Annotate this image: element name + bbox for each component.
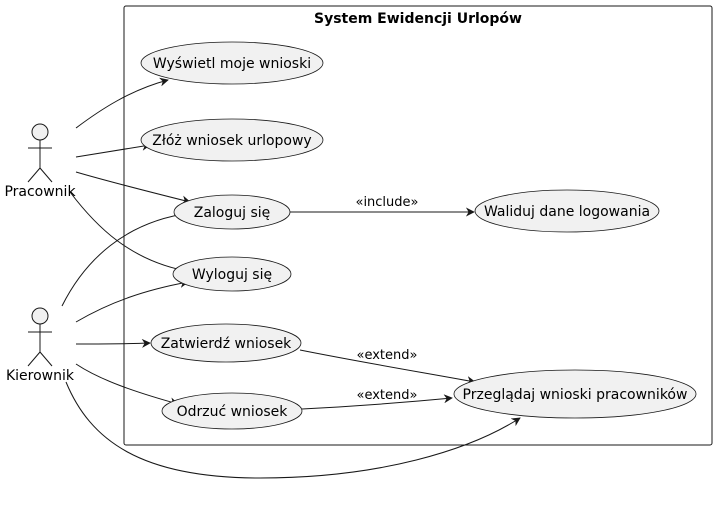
label-extend-odrzuc: «extend» [357,388,418,403]
use-case-przegladaj-ellipse [453,369,697,419]
label-include: «include» [355,195,418,210]
use-case-waliduj[interactable]: Waliduj dane logowania [474,189,660,233]
use-case-zloz-ellipse [140,118,324,162]
edge-pracownik-wyswietl [75,77,169,129]
actor-kierownik-label: Kierownik [6,368,75,384]
stick-figure-icon [27,123,53,183]
stereotype-labels: «include» «extend» «extend» [355,195,418,403]
edge-kierownik-wyloguj [75,279,189,323]
actor-pracownik[interactable]: Pracownik [4,123,76,200]
edges [61,77,521,479]
use-case-odrzuc[interactable]: Odrzuć wniosek [161,392,303,430]
use-case-zatwierdz-label: Zatwierdź wniosek [161,336,292,352]
use-case-waliduj-label: Waliduj dane logowania [484,204,650,220]
use-cases: Wyświetl moje wnioski Złóż wniosek urlop… [140,41,697,430]
actor-pracownik-label: Pracownik [4,184,76,200]
use-case-zatwierdz[interactable]: Zatwierdź wniosek [150,323,302,363]
edge-extend-odrzuc-przegladaj [301,394,453,410]
use-case-zaloguj-ellipse [173,194,291,230]
label-extend-zatwierdz: «extend» [357,348,418,363]
use-case-zatwierdz-ellipse [150,323,302,363]
use-case-zloz[interactable]: Złóż wniosek urlopowy [140,118,324,162]
use-case-zaloguj[interactable]: Zaloguj się [173,194,291,230]
use-case-wyloguj[interactable]: Wyloguj się [172,256,292,292]
use-case-przegladaj-label: Przeglądaj wnioski pracowników [463,387,688,403]
actor-kierownik[interactable]: Kierownik [6,307,75,384]
use-case-wyswietl-label: Wyświetl moje wnioski [153,56,311,72]
system-boundary: System Ewidencji Urlopów [123,5,713,446]
use-case-wyswietl-ellipse [140,41,324,85]
use-case-przegladaj[interactable]: Przeglądaj wnioski pracowników [453,369,697,419]
stick-figure-icon [27,307,53,367]
use-case-zloz-label: Złóż wniosek urlopowy [152,133,311,149]
edge-pracownik-zloz [75,141,151,158]
use-case-zaloguj-label: Zaloguj się [194,205,271,221]
use-case-wyswietl[interactable]: Wyświetl moje wnioski [140,41,324,85]
edge-kierownik-odrzuc [75,363,179,407]
edge-pracownik-zaloguj [75,171,191,205]
use-case-odrzuc-label: Odrzuć wniosek [177,404,289,420]
system-boundary-rect [123,5,713,446]
edge-kierownik-przegladaj [65,381,521,479]
use-case-waliduj-ellipse [474,189,660,233]
use-case-wyloguj-label: Wyloguj się [192,267,272,283]
edge-kierownik-zaloguj [61,209,191,307]
use-case-wyloguj-ellipse [172,256,292,292]
edge-extend-zatwierdz-przegladaj [299,349,476,385]
use-case-odrzuc-ellipse [161,392,303,430]
system-title: System Ewidencji Urlopów [314,11,522,27]
edge-kierownik-zatwierdz [75,338,151,348]
